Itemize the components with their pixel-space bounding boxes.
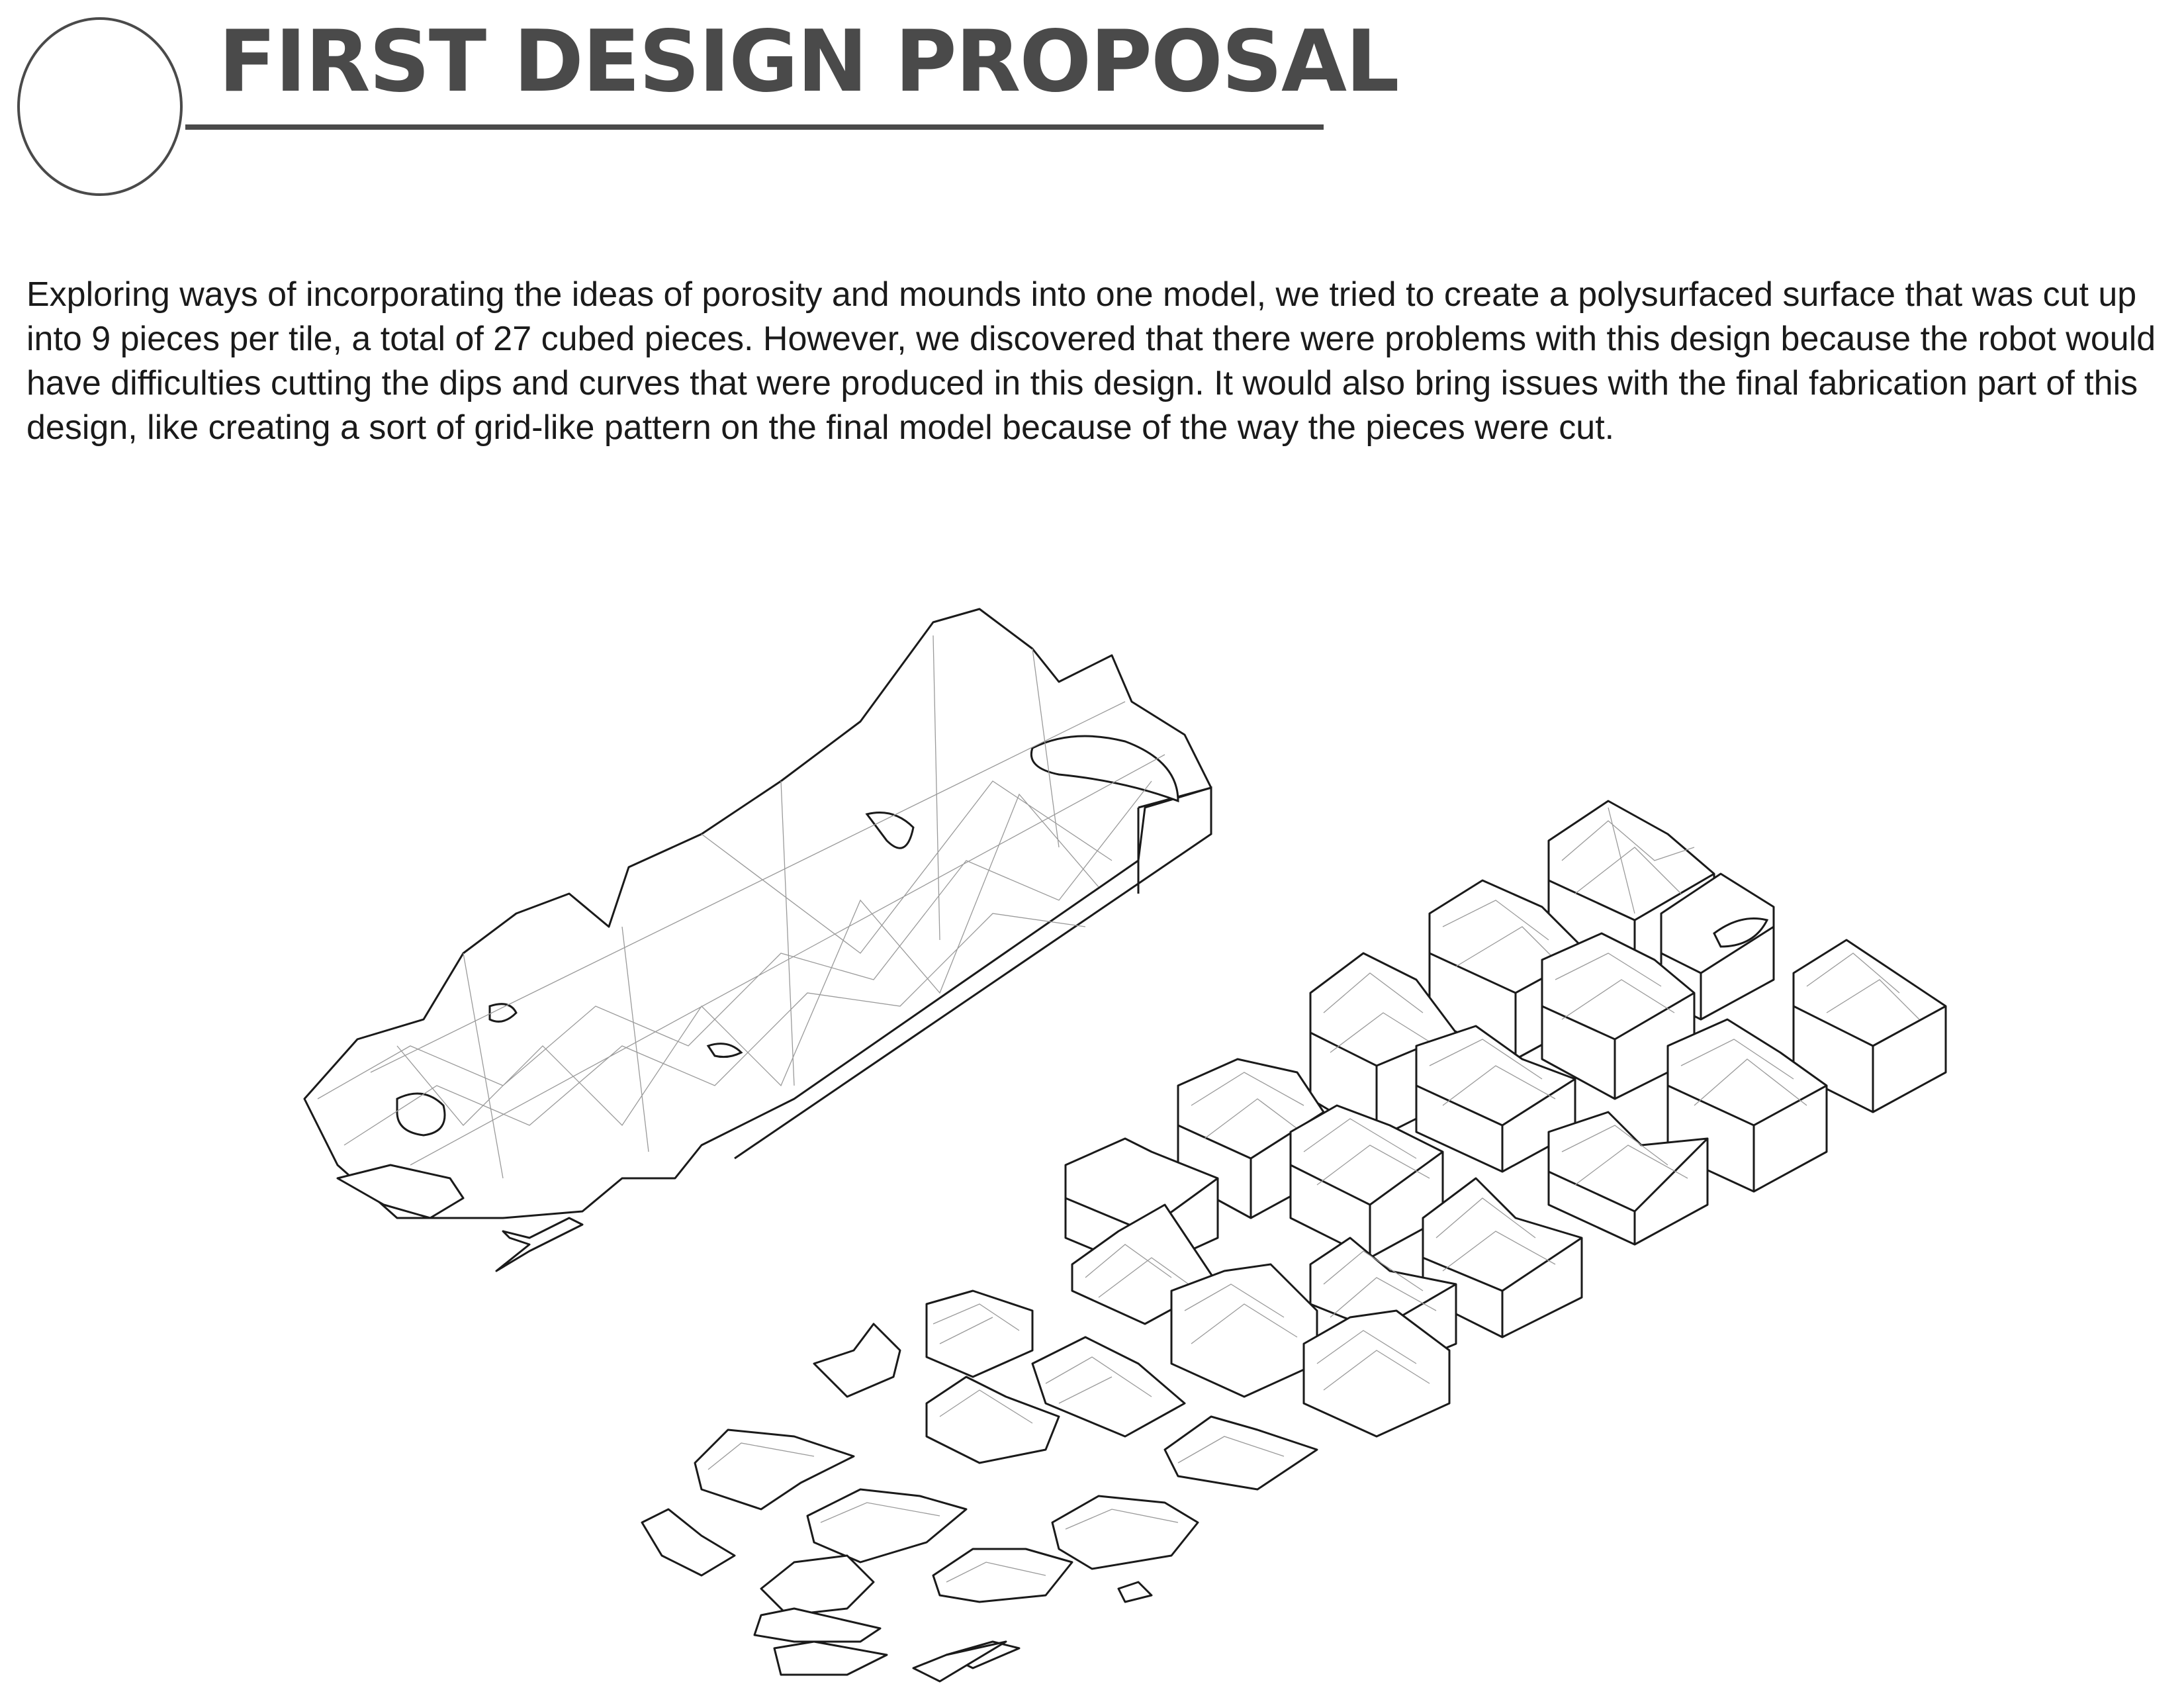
cubed-pieces-grid [641, 800, 1947, 1683]
description-paragraph: Exploring ways of incorporating the idea… [26, 275, 2156, 447]
page-title: FIRST DESIGN PROPOSAL [218, 13, 1400, 111]
header-circle-emblem [17, 17, 183, 196]
full-terrain-model [303, 608, 1212, 1272]
terrain-outline [303, 608, 1212, 1219]
isometric-model-svg [303, 608, 1947, 1683]
isometric-model-drawing [0, 583, 2184, 1684]
title-underline [185, 124, 1324, 130]
